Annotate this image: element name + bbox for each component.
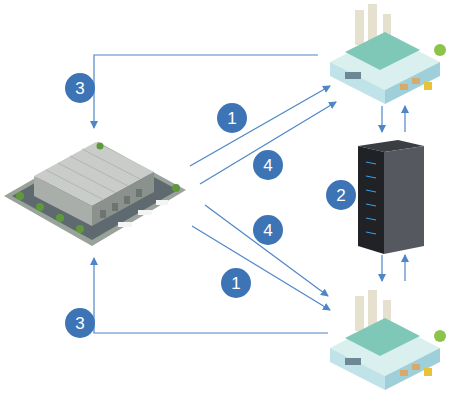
warehouse-wall <box>34 176 92 226</box>
trees <box>16 143 180 234</box>
crate <box>400 84 408 90</box>
forklift <box>424 82 432 90</box>
factory-truck <box>345 358 361 365</box>
callout-circle: 1 <box>217 103 247 133</box>
warehouse-ground <box>4 142 186 246</box>
tree <box>434 330 446 342</box>
factory-wall <box>385 62 440 104</box>
factory-illustration <box>330 4 446 104</box>
forklift <box>424 368 432 376</box>
callout-number: 4 <box>263 222 272 239</box>
sync-arrow <box>404 106 405 132</box>
callout-number: 1 <box>231 275 240 292</box>
flow-lines <box>94 55 405 333</box>
server-front <box>358 146 384 254</box>
warehouse-illustration <box>4 142 186 246</box>
callout-number: 3 <box>75 80 84 97</box>
callout-circle: 4 <box>253 215 283 245</box>
crate <box>412 78 420 84</box>
factory-illustration <box>330 290 446 390</box>
factory-wall <box>330 62 385 104</box>
flow-arrow <box>200 102 336 184</box>
callout-circle: 1 <box>221 268 251 298</box>
dock-doors <box>100 189 142 218</box>
factory-roof-accent <box>345 32 420 70</box>
factory-wall <box>385 348 440 390</box>
callout-number: 2 <box>336 187 345 204</box>
callout-circle: 2 <box>326 180 356 210</box>
return-arrow <box>94 55 318 128</box>
factory-roof-accent <box>345 318 420 356</box>
tree <box>434 44 446 56</box>
crate <box>412 364 420 370</box>
callout-number: 1 <box>227 110 236 127</box>
callout-circle: 3 <box>65 73 95 103</box>
callout-circle: 3 <box>65 308 95 338</box>
factory-wall <box>330 348 385 390</box>
server-side <box>384 146 424 254</box>
return-arrow <box>94 258 328 333</box>
trucks <box>118 200 168 227</box>
sync-arrow <box>404 255 405 281</box>
factory-truck <box>345 72 361 79</box>
crate <box>400 370 408 376</box>
callout-circle: 4 <box>253 150 283 180</box>
sync-arrow <box>381 106 382 132</box>
callout-number: 3 <box>75 315 84 332</box>
server-leds <box>366 162 376 234</box>
callout-number: 4 <box>263 157 272 174</box>
server-illustration <box>358 140 424 254</box>
sync-arrow <box>381 255 382 281</box>
roof-ribs <box>46 149 140 200</box>
